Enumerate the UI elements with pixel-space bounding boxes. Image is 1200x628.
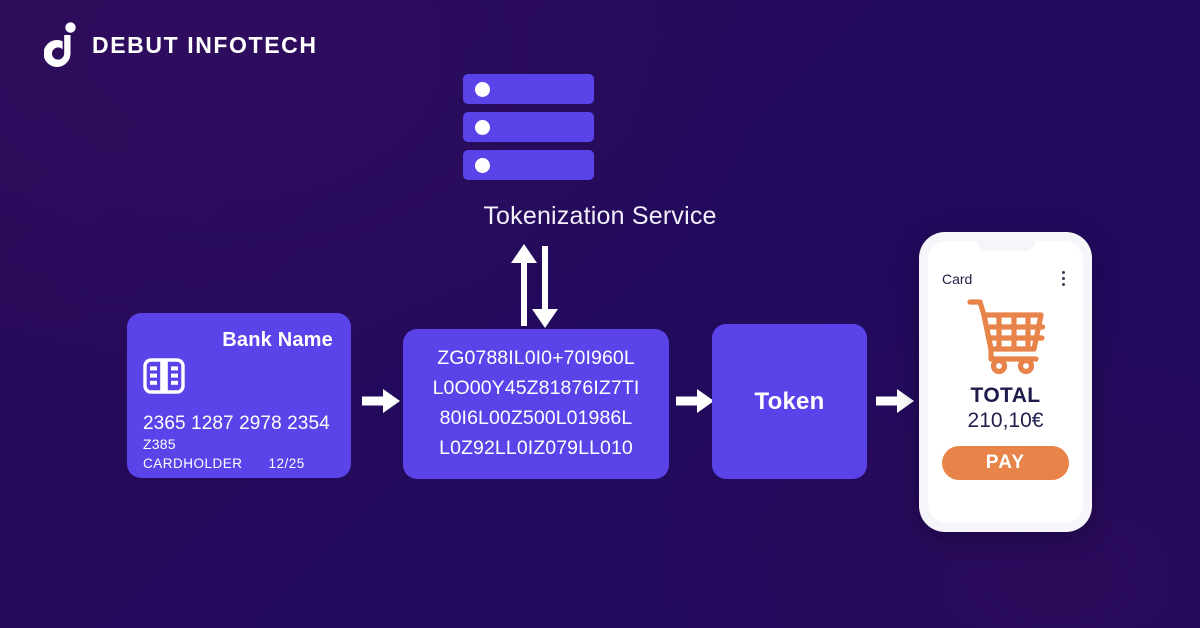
phone-header-label: Card: [942, 270, 973, 287]
debut-d-logo-icon: [44, 22, 78, 68]
pay-button-label: PAY: [985, 452, 1026, 473]
token-string-line: L0O00Y45Z81876IZ7TI: [432, 377, 640, 399]
bank-name-label: Bank Name: [222, 329, 333, 351]
server-unit: [463, 112, 594, 142]
arrow-right-icon: [876, 389, 914, 413]
status-led-icon: [475, 119, 490, 135]
pay-button[interactable]: PAY: [942, 446, 1069, 480]
token-string-line: L0Z92LL0IZ079LL010: [439, 437, 633, 459]
token-box: Token: [712, 324, 867, 479]
card-secondary-code: Z385: [143, 436, 176, 452]
kebab-menu-icon[interactable]: [1058, 269, 1069, 288]
token-string-line: ZG0788IL0I0+70I960L: [437, 347, 635, 369]
bidirectional-arrows: [506, 244, 566, 328]
brand-logo: DEBUT INFOTECH: [44, 22, 318, 68]
server-unit: [463, 74, 594, 104]
token-label: Token: [754, 387, 825, 415]
tokenization-service-label: Tokenization Service: [483, 202, 717, 230]
bank-card: Bank Name 2365 1287 2978 2354 Z385 CARDH…: [127, 313, 351, 478]
arrow-down-icon: [532, 246, 558, 328]
card-footer: CARDHOLDER 12/25: [143, 456, 335, 471]
arrow-token-to-phone: [876, 388, 914, 414]
phone-screen: Card TOTAL 210,10€ PAY: [928, 241, 1083, 523]
arrow-string-to-token: [676, 388, 714, 414]
shopping-cart-icon: [942, 296, 1069, 374]
card-chip-icon: [143, 358, 335, 399]
card-number: 2365 1287 2978 2354: [143, 413, 330, 434]
status-led-icon: [475, 81, 490, 97]
server-unit: [463, 150, 594, 180]
total-label: TOTAL: [970, 384, 1041, 407]
brand-name: DEBUT INFOTECH: [92, 31, 318, 58]
arrow-up-icon: [511, 244, 537, 326]
phone-notch: [976, 241, 1035, 251]
tokenized-string-block: ZG0788IL0I0+70I960L L0O00Y45Z81876IZ7TI …: [403, 329, 669, 479]
arrow-card-to-string: [362, 388, 400, 414]
tokenization-server-stack: [463, 74, 594, 188]
arrow-right-icon: [676, 389, 714, 413]
cardholder-label: CARDHOLDER: [143, 456, 243, 471]
arrow-right-icon: [362, 389, 400, 413]
token-string-line: 80I6L00Z500L01986L: [439, 407, 633, 429]
phone-app-header: Card: [942, 241, 1069, 288]
total-amount: 210,10€: [967, 409, 1044, 432]
status-led-icon: [475, 157, 490, 173]
phone-mockup: Card TOTAL 210,10€ PAY: [919, 232, 1092, 532]
card-expiry: 12/25: [268, 456, 305, 471]
